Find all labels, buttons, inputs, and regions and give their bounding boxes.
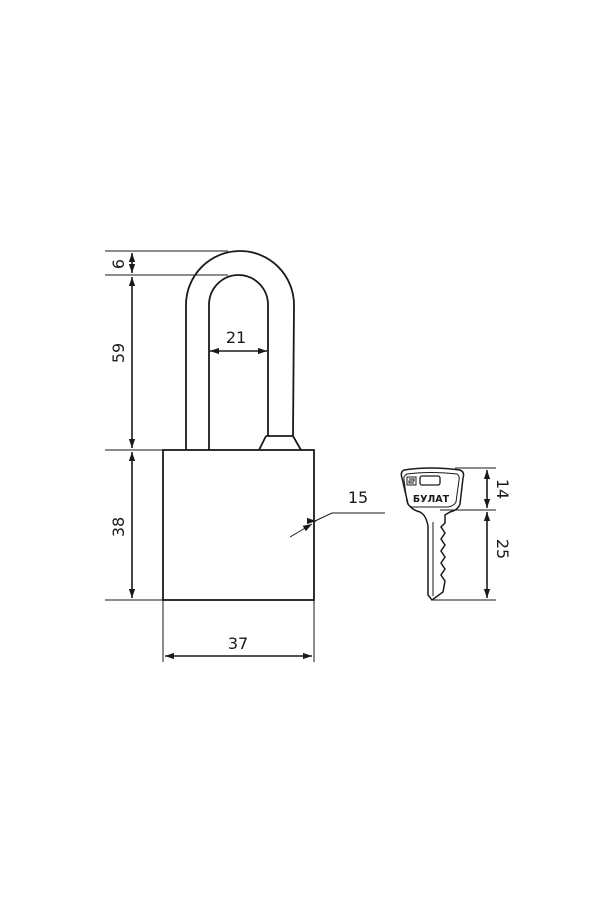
key: БУЛАТ (400, 467, 465, 602)
shackle (185, 250, 302, 451)
dim-body-depth: 15 (348, 488, 368, 507)
key-brand-logo: БУЛАТ (413, 494, 450, 505)
dimension-lines (105, 250, 496, 662)
dim-body-height: 38 (109, 517, 128, 537)
dim-key-blade: 25 (493, 539, 512, 559)
dim-shackle-clearance: 59 (109, 343, 128, 363)
dim-key-head: 14 (493, 479, 512, 499)
dim-shackle-thickness: 6 (109, 259, 128, 269)
dim-body-width: 37 (228, 634, 248, 653)
dim-shackle-width: 21 (226, 328, 246, 347)
lock-body (162, 449, 315, 601)
padlock (162, 250, 315, 601)
